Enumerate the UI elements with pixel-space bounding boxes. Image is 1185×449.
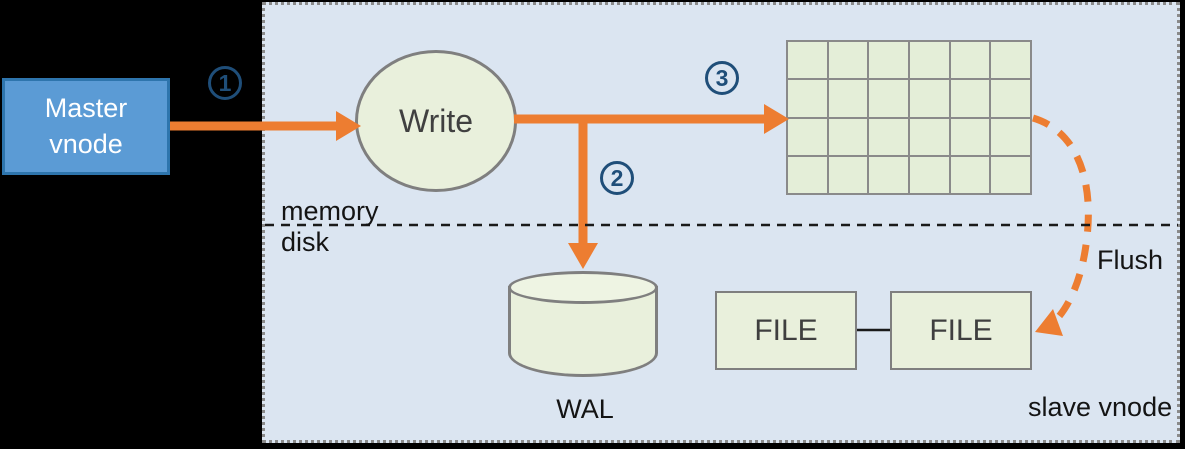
slave-vnode-label: slave vnode [1028, 392, 1173, 422]
memtable-cell [990, 79, 1031, 118]
step-1-number: 1 [218, 69, 232, 96]
step-badge-2: 2 [600, 161, 634, 195]
memory-label: memory [281, 196, 379, 226]
memtable-cell [949, 155, 991, 194]
memtable-cell [949, 79, 991, 118]
memtable-cell [990, 117, 1031, 156]
memtable-cell [909, 117, 950, 156]
memtable-cell [827, 79, 869, 118]
file-box-1-label: FILE [754, 313, 818, 347]
memtable-cell [787, 41, 828, 80]
memtable-cell [787, 79, 828, 118]
memtable-cell [990, 155, 1031, 194]
step-3-number: 3 [715, 64, 729, 91]
master-vnode-box: Master vnode [2, 78, 170, 175]
file-box-2: FILE [890, 291, 1032, 370]
memtable-cell [909, 155, 950, 194]
memtable-cell [949, 117, 991, 156]
master-vnode-label-line1: Master [44, 92, 128, 123]
memtable-cell [868, 155, 909, 194]
wal-cylinder-top [508, 271, 658, 304]
memtable-cell [990, 41, 1031, 80]
memtable-cell [787, 117, 828, 156]
memtable-cell [868, 117, 909, 156]
disk-label: disk [281, 227, 330, 257]
memtable-cell [827, 41, 869, 80]
memtable-cell [787, 155, 828, 194]
memtable-cell [868, 41, 909, 80]
file-box-1: FILE [715, 291, 857, 370]
memtable-cell [827, 117, 869, 156]
memtable-cell [827, 155, 869, 194]
memtable-grid [786, 40, 1032, 195]
step-badge-3: 3 [705, 61, 739, 95]
flush-label: Flush [1097, 245, 1164, 275]
step-badge-1: 1 [208, 66, 242, 100]
file-box-2-label: FILE [929, 313, 993, 347]
step-2-number: 2 [610, 164, 624, 191]
memtable-cell [949, 41, 991, 80]
memtable-cell [868, 79, 909, 118]
wal-label: WAL [556, 394, 614, 424]
memtable-cell [909, 79, 950, 118]
write-node-label: Write [398, 102, 474, 139]
memtable-cell [909, 41, 950, 80]
master-vnode-label-line2: vnode [49, 128, 123, 159]
write-node: Write [355, 50, 517, 192]
